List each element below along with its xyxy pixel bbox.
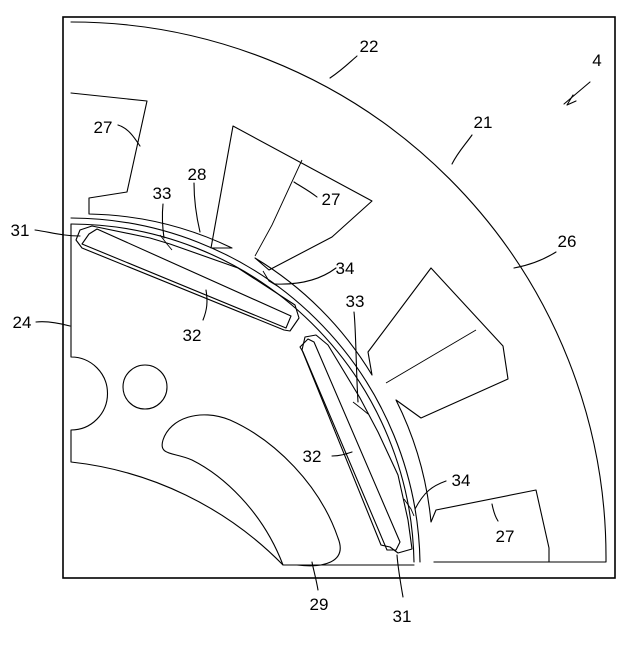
label-27-middle: 27 bbox=[322, 190, 341, 209]
leader-28 bbox=[194, 183, 200, 232]
label-31-bottom: 31 bbox=[393, 607, 412, 626]
label-29: 29 bbox=[310, 595, 329, 614]
label-28: 28 bbox=[188, 165, 207, 184]
leader-33a bbox=[162, 204, 164, 238]
label-27-upper-left: 27 bbox=[94, 118, 113, 137]
label-33-upper: 33 bbox=[153, 184, 172, 203]
leader-32b bbox=[332, 452, 352, 456]
label-34-lower: 34 bbox=[452, 471, 471, 490]
label-32-upper: 32 bbox=[183, 326, 202, 345]
tooth-divider-upper bbox=[255, 160, 302, 256]
rotor-outer-arc bbox=[71, 224, 414, 562]
stator-inner-boundary bbox=[71, 93, 549, 562]
leader-31a bbox=[35, 230, 80, 236]
leader-lines bbox=[35, 56, 590, 597]
leader-27c bbox=[492, 504, 498, 521]
label-33-lower: 33 bbox=[346, 292, 365, 311]
leader-22 bbox=[330, 56, 357, 78]
label-21: 21 bbox=[474, 113, 493, 132]
leader-34a bbox=[275, 268, 336, 284]
leader-24 bbox=[36, 322, 70, 326]
tooth-divider-lower bbox=[386, 330, 476, 383]
leader-21 bbox=[452, 135, 472, 164]
label-24: 24 bbox=[13, 313, 32, 332]
rotor-outline bbox=[71, 224, 414, 565]
leader-27b bbox=[294, 182, 317, 197]
leader-27a bbox=[118, 125, 140, 146]
magnet-lower bbox=[300, 339, 400, 550]
reference-numerals: 4 21 22 24 26 27 27 27 28 29 31 31 32 32… bbox=[11, 37, 602, 626]
label-32-lower: 32 bbox=[303, 447, 322, 466]
leader-4 bbox=[564, 82, 590, 104]
magnet-slot-upper bbox=[76, 226, 299, 331]
leader-34b bbox=[415, 481, 446, 509]
label-22: 22 bbox=[360, 37, 379, 56]
rotor-flux-barrier bbox=[162, 415, 340, 566]
label-26: 26 bbox=[558, 232, 577, 251]
label-34-upper: 34 bbox=[336, 259, 355, 278]
label-27-lower: 27 bbox=[496, 527, 515, 546]
label-4: 4 bbox=[592, 51, 601, 70]
label-31-left: 31 bbox=[11, 221, 30, 240]
rotor-round-hole bbox=[123, 365, 167, 409]
leader-31b bbox=[397, 555, 403, 597]
